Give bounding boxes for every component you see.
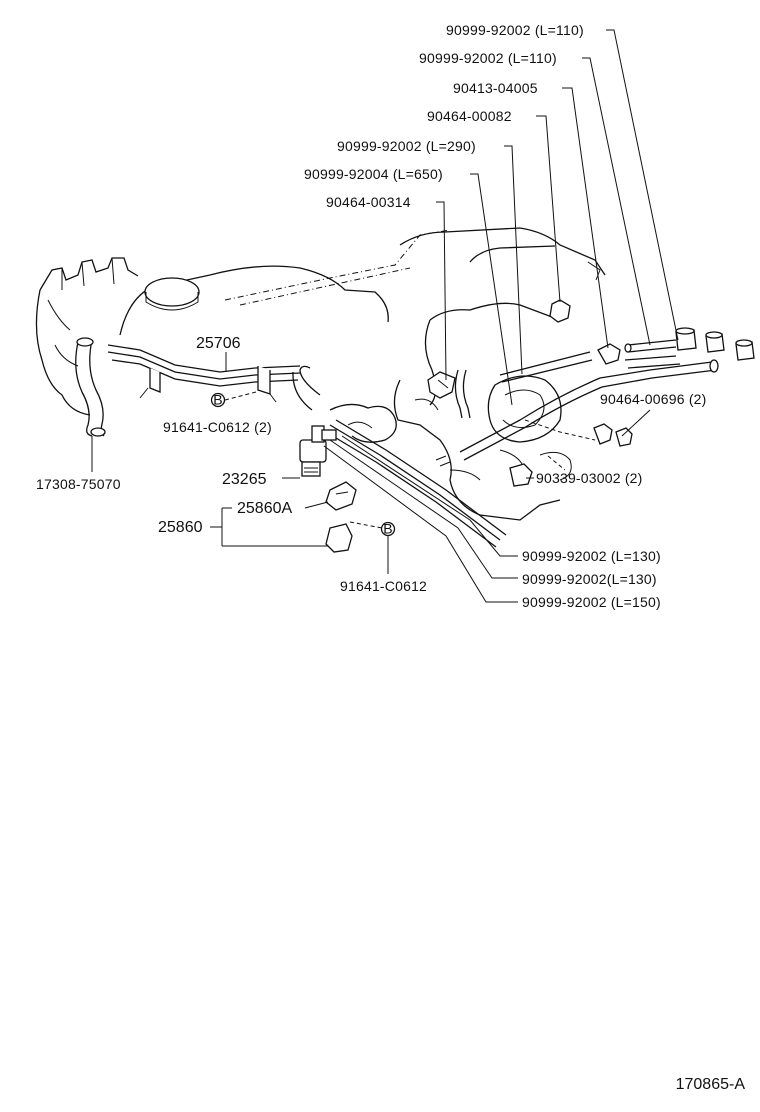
- callout-bracket-25860: 25860: [158, 519, 203, 536]
- pipe-bundle-25706: [107, 344, 301, 403]
- callout-hose-l150: 90999-92002 (L=150): [522, 594, 661, 610]
- callout-clip-90464-00314: 90464-00314: [326, 194, 411, 210]
- callout-hose-l290: 90999-92002 (L=290): [337, 138, 476, 154]
- callout-pipe-25706: 25706: [196, 335, 241, 352]
- callout-hose-l110-a: 90999-92002 (L=110): [446, 22, 584, 38]
- bolt-markers: B B: [210, 392, 396, 537]
- callout-bolt-91641-c0612-2: 91641-C0612 (2): [163, 419, 272, 435]
- callouts: 90999-92002 (L=110) 90999-92002 (L=110) …: [36, 22, 707, 610]
- engine-outline: [35, 227, 606, 521]
- callout-bolt-91641-c0612: 91641-C0612: [340, 578, 427, 594]
- vsv-23265: [299, 425, 337, 477]
- leader-lines: [91, 29, 679, 603]
- callout-vsv-23265: 23265: [222, 471, 267, 488]
- bracket-25860: [325, 481, 383, 553]
- bolt-marker-label-2: B: [383, 521, 393, 537]
- callout-hose-l130-b: 90999-92002(L=130): [522, 571, 657, 587]
- callout-hose-l650: 90999-92004 (L=650): [304, 166, 443, 182]
- callout-hose-l110-b: 90999-92002 (L=110): [419, 50, 557, 66]
- callout-clip-90464-00082: 90464-00082: [427, 108, 512, 124]
- callout-clip-90339-03002: 90339-03002 (2): [536, 470, 643, 486]
- callout-clamp-90413: 90413-04005: [453, 80, 538, 96]
- hose-17308-75070: [75, 337, 106, 437]
- callout-clip-90464-00696: 90464-00696 (2): [600, 391, 707, 407]
- callout-hose-17308-75070: 17308-75070: [36, 476, 121, 492]
- callout-hose-l130-a: 90999-92002 (L=130): [522, 548, 661, 564]
- callout-bracket-25860a: 25860A: [237, 500, 292, 517]
- figure-code: 170865-A: [676, 1076, 746, 1093]
- hoses: [292, 299, 755, 548]
- bolt-marker-label-1: B: [213, 392, 223, 408]
